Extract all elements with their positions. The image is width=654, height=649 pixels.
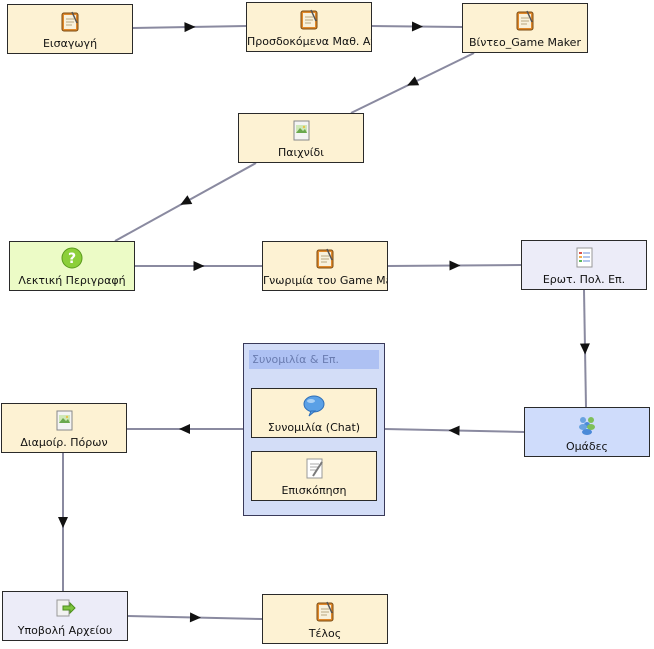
activity-telos[interactable]: Τέλος bbox=[262, 594, 388, 644]
people-group-icon bbox=[579, 417, 595, 435]
edge-diamoirporon-ypovoli-arrowhead bbox=[58, 517, 68, 528]
activity-ypovoli-archeiou[interactable]: Υποβολή Αρχείου bbox=[2, 591, 128, 641]
edge-erotpol-omades-arrowhead bbox=[579, 343, 590, 355]
notepad-icon bbox=[516, 10, 534, 31]
node-label: Συνομιλία (Chat) bbox=[267, 421, 361, 434]
edge-omades-group-arrowhead bbox=[448, 425, 460, 436]
node-label: Παιχνίδι bbox=[278, 146, 324, 159]
node-label: Λεκτική Περιγραφή bbox=[18, 274, 126, 287]
node-label: Ερωτ. Πολ. Επ. bbox=[542, 273, 626, 286]
activity-episkopisi[interactable]: Επισκόπηση bbox=[251, 451, 377, 501]
node-label: Εισαγωγή bbox=[42, 37, 98, 50]
edge-prosdokomena-vinteo-arrowhead bbox=[411, 21, 423, 32]
activity-omades[interactable]: Ομάδες bbox=[524, 407, 650, 457]
notepad-icon bbox=[300, 9, 318, 30]
node-label: Γνωριμία του Game Ma bbox=[263, 274, 387, 287]
node-label: Υποβολή Αρχείου bbox=[17, 624, 113, 637]
activity-diamoir-poron[interactable]: Διαμοίρ. Πόρων bbox=[1, 403, 127, 453]
notepad-icon bbox=[316, 248, 334, 269]
chat-bubble-icon bbox=[303, 395, 325, 417]
activity-eisagogi[interactable]: Εισαγωγή bbox=[7, 4, 133, 54]
activity-paichnidi[interactable]: Παιχνίδι bbox=[238, 113, 364, 163]
activity-gnorimia[interactable]: Γνωριμία του Game Ma bbox=[262, 241, 388, 291]
image-resource-icon bbox=[56, 410, 73, 431]
file-submit-icon bbox=[56, 599, 76, 617]
edge-paichnidi-lektiki-arrowhead bbox=[180, 195, 193, 205]
activity-chat[interactable]: Συνομιλία (Chat) bbox=[251, 388, 377, 438]
activity-vinteo[interactable]: Βίντεο_Game Maker bbox=[462, 3, 588, 53]
edge-group-diamoirporon-arrowhead bbox=[179, 424, 190, 434]
checklist-icon bbox=[576, 247, 593, 268]
activity-prosdokomena[interactable]: Προσδοκόμενα Μαθ. Απ bbox=[246, 2, 372, 52]
activity-lektiki-perigrafi[interactable]: ? Λεκτική Περιγραφή bbox=[9, 241, 135, 291]
node-label: Διαμοίρ. Πόρων bbox=[20, 436, 108, 449]
node-label: Προσδοκόμενα Μαθ. Απ bbox=[247, 35, 371, 48]
notepad-icon bbox=[316, 601, 334, 622]
node-label: Επισκόπηση bbox=[281, 484, 347, 497]
edge-eisagogi-prosdokomena-arrowhead bbox=[184, 22, 196, 33]
image-resource-icon bbox=[293, 120, 310, 141]
node-label: Ομάδες bbox=[565, 440, 609, 453]
group-title: Συνομιλία & Επ. bbox=[249, 350, 379, 369]
svg-text:?: ? bbox=[68, 251, 76, 267]
edge-gnorimia-erotpol-arrowhead bbox=[449, 260, 461, 271]
node-label: Βίντεο_Game Maker bbox=[469, 36, 581, 49]
question-icon: ? bbox=[61, 247, 83, 269]
activity-erot-pol-ep[interactable]: Ερωτ. Πολ. Επ. bbox=[521, 240, 647, 290]
notepad-icon bbox=[61, 11, 79, 32]
document-review-icon bbox=[306, 458, 323, 479]
edge-lektiki-gnorimia-arrowhead bbox=[193, 261, 205, 271]
edge-vinteo-paichnidi-arrowhead bbox=[407, 76, 420, 86]
edge-ypovoli-telos-arrowhead bbox=[189, 612, 201, 623]
node-label: Τέλος bbox=[308, 627, 342, 640]
